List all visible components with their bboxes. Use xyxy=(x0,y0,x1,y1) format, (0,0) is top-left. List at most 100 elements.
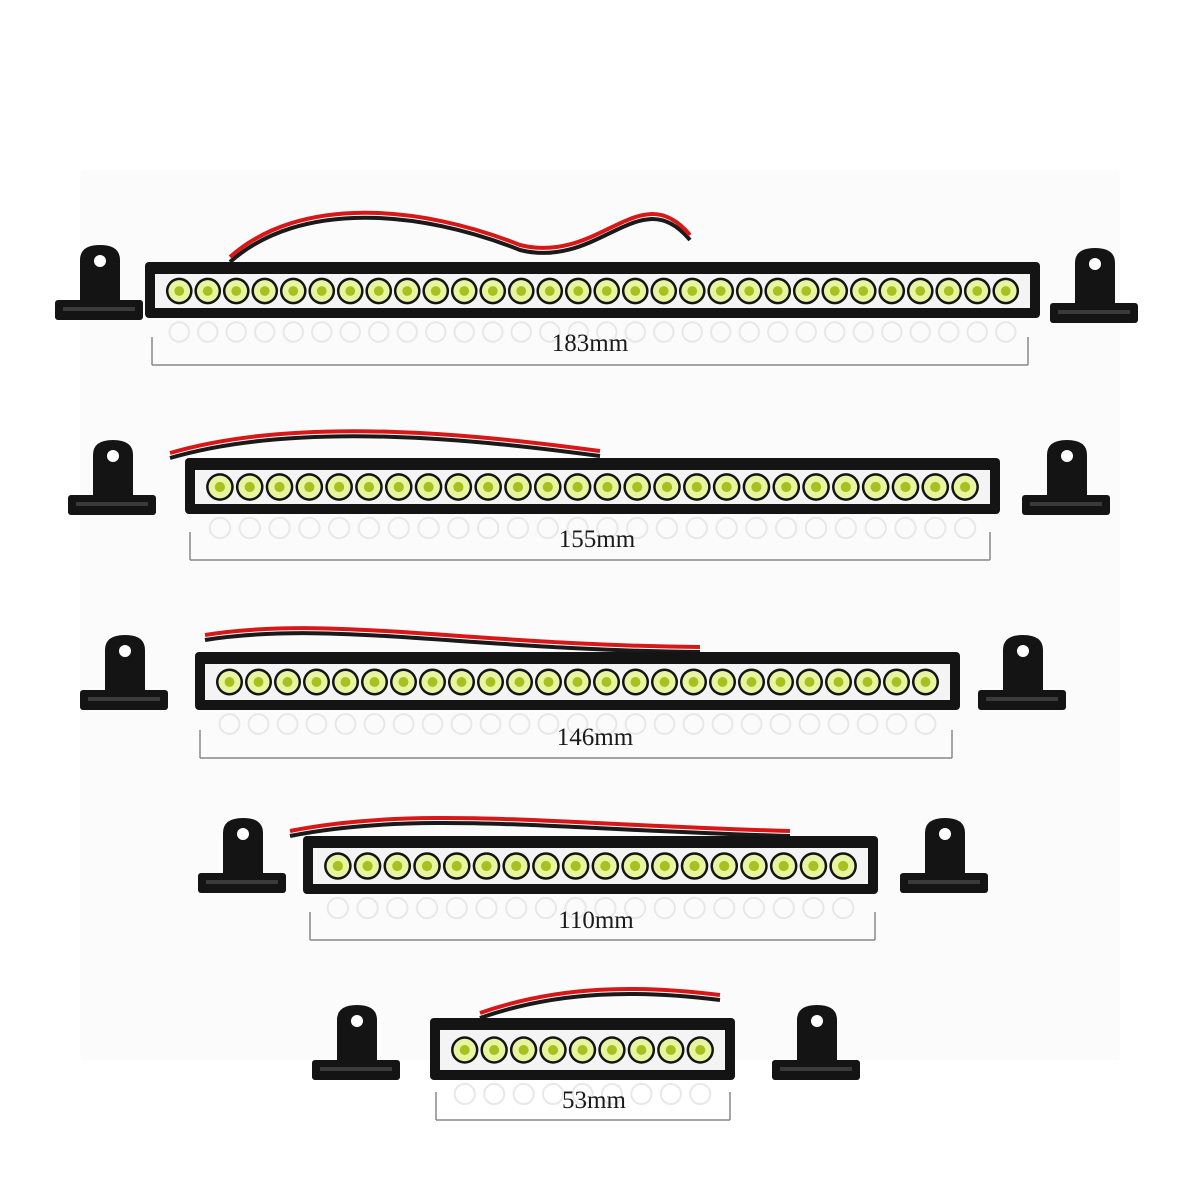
bracket-hole xyxy=(1089,258,1101,270)
led-reflection xyxy=(745,516,768,540)
led-core xyxy=(518,1044,529,1056)
led-reflection xyxy=(396,321,418,343)
led-core xyxy=(959,481,971,493)
led-reflection xyxy=(711,713,734,735)
led-core xyxy=(717,677,728,687)
led-reflection xyxy=(626,516,649,540)
led-core xyxy=(340,677,351,687)
led-reflection xyxy=(238,516,261,540)
led-reflection xyxy=(445,896,468,920)
led-reflection xyxy=(268,516,291,540)
led-core xyxy=(304,481,315,493)
led-core xyxy=(838,860,849,872)
led-reflection xyxy=(595,713,618,735)
mount-bracket-left xyxy=(80,635,168,710)
led-core xyxy=(451,860,462,872)
led-core xyxy=(572,481,583,493)
led-reflection xyxy=(453,321,475,343)
led-core xyxy=(288,286,299,296)
led-core xyxy=(362,860,373,872)
light-bar-0 xyxy=(145,210,1040,366)
led-reflection xyxy=(479,713,502,735)
wire-red xyxy=(169,429,601,455)
mount-bracket-right xyxy=(978,635,1066,710)
led-reflection xyxy=(387,516,410,540)
wire-red xyxy=(479,986,721,1015)
mount-bracket-right xyxy=(772,1005,860,1080)
led-core xyxy=(253,677,264,687)
led-core xyxy=(659,677,670,687)
led-core xyxy=(810,481,822,493)
led-core xyxy=(632,481,643,493)
led-reflection xyxy=(681,321,703,343)
led-reflection xyxy=(596,321,618,343)
led-core xyxy=(886,286,897,296)
bracket-hole xyxy=(237,828,249,840)
led-reflection xyxy=(852,321,874,343)
mount-bracket-right xyxy=(1022,440,1110,515)
led-core xyxy=(481,860,492,872)
led-reflection xyxy=(624,713,647,735)
led-reflection xyxy=(208,516,232,540)
length-label-53: 53mm xyxy=(562,1087,626,1114)
led-reflection xyxy=(772,896,795,920)
led-core xyxy=(630,860,641,872)
bracket-hole xyxy=(1017,645,1029,657)
bracket-hole xyxy=(94,255,106,267)
bracket-hole xyxy=(351,1015,363,1027)
led-core xyxy=(721,481,732,493)
bracket-upright xyxy=(93,440,133,500)
led-core xyxy=(930,481,941,493)
light-bar-3 xyxy=(289,816,878,941)
bracket-hole xyxy=(107,450,119,462)
led-reflection xyxy=(298,516,321,540)
bracket-base-ridge xyxy=(320,1067,392,1071)
led-core xyxy=(511,860,522,872)
led-reflection xyxy=(594,896,617,920)
length-label-183: 183mm xyxy=(551,330,629,357)
led-reflection xyxy=(685,516,709,540)
led-reflection xyxy=(305,713,328,735)
led-reflection xyxy=(802,896,825,920)
led-core xyxy=(427,677,438,687)
led-core xyxy=(570,860,581,872)
led-core xyxy=(423,481,434,493)
wire-black xyxy=(479,991,721,1020)
led-reflection xyxy=(655,516,679,540)
led-core xyxy=(332,860,343,872)
led-reflection xyxy=(914,713,937,735)
led-reflection xyxy=(421,713,444,735)
led-reflection xyxy=(276,713,299,735)
led-core xyxy=(748,860,760,872)
led-reflection xyxy=(475,896,498,920)
led-core xyxy=(600,860,611,872)
led-core xyxy=(715,286,726,296)
bracket-upright xyxy=(925,818,965,878)
mount-bracket-left xyxy=(312,1005,400,1080)
led-core xyxy=(630,286,641,296)
led-reflection xyxy=(566,516,589,540)
led-core xyxy=(661,481,673,493)
bracket-base-ridge xyxy=(1058,310,1130,314)
led-core xyxy=(544,286,555,296)
led-reflection xyxy=(197,321,219,343)
led-core xyxy=(214,481,226,493)
led-reflection xyxy=(254,321,276,343)
led-core xyxy=(689,860,700,872)
led-reflection xyxy=(653,713,676,735)
led-reflection xyxy=(742,896,766,920)
led-core xyxy=(772,286,783,296)
led-reflection xyxy=(339,321,361,343)
led-reflection xyxy=(659,1082,682,1106)
led-core xyxy=(972,286,983,296)
bracket-base-ridge xyxy=(88,697,160,701)
led-reflection xyxy=(909,321,931,343)
led-reflection xyxy=(798,713,821,735)
led-reflection xyxy=(247,713,270,735)
led-reflection xyxy=(827,713,850,735)
bracket-upright xyxy=(105,635,145,695)
led-reflection xyxy=(966,321,988,343)
led-reflection xyxy=(536,516,559,540)
led-reflection xyxy=(924,516,947,540)
led-reflection xyxy=(506,516,530,540)
